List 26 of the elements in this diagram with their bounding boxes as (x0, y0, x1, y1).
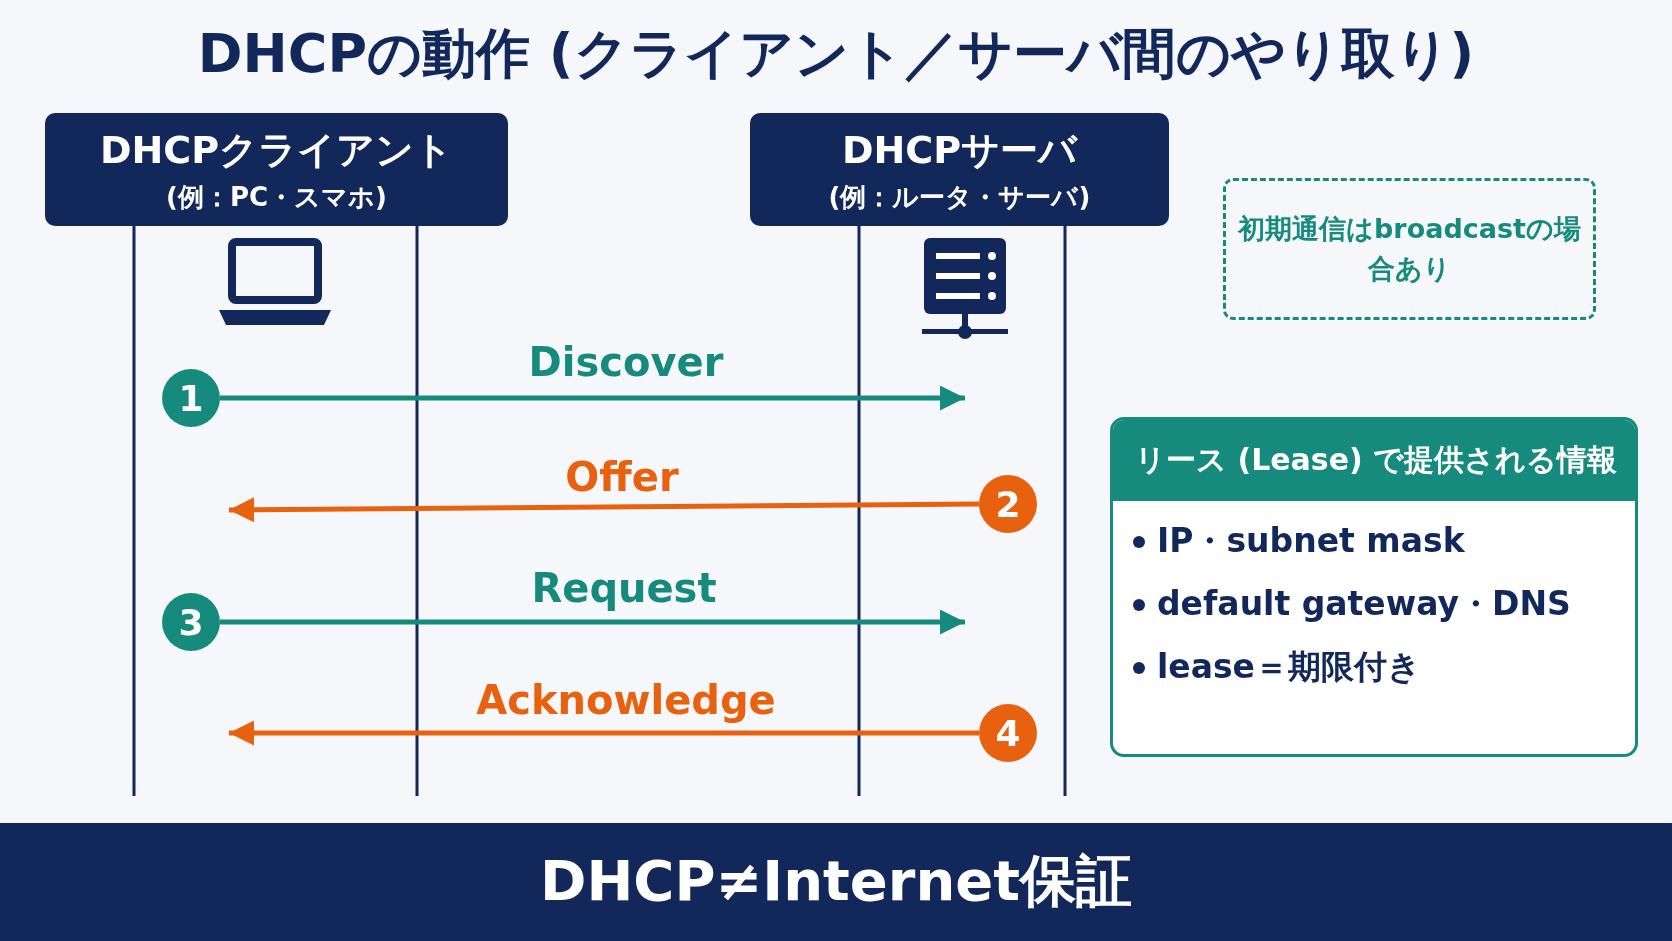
edge-label: Request (530, 565, 718, 611)
bullet-item: lease＝期限付き (1157, 646, 1421, 688)
step-number-badge: 3 (162, 593, 220, 651)
participant-subtitle: (例：PC・スマホ) (166, 180, 387, 214)
page-title: DHCPの動作 (クライアント／サーバ間のやり取り) (196, 21, 1476, 87)
arrow (229, 720, 979, 746)
edge-label: Acknowledge (475, 677, 777, 723)
participant-title: DHCPサーバ (841, 126, 1078, 174)
participant-header (45, 113, 508, 226)
footer-banner: DHCP≠Internet保証 (0, 823, 1672, 941)
step-number-badge: 2 (979, 475, 1037, 533)
note-box: 初期通信はbroadcastの場合あり (1223, 178, 1596, 320)
bullet-item: IP・subnet mask (1157, 520, 1465, 562)
participant-subtitle: (例：ルータ・サーバ) (828, 180, 1091, 214)
arrow (229, 497, 979, 523)
step-number-badge: 1 (162, 369, 220, 427)
arrow (220, 385, 965, 411)
edge-label: Discover (527, 339, 725, 385)
arrow (220, 609, 965, 635)
participant-title: DHCPクライアント (99, 126, 454, 174)
info-card (1110, 417, 1638, 757)
participant-header (750, 113, 1169, 226)
card-header: リース (Lease) で提供される情報 (1113, 420, 1635, 501)
step-number-badge: 4 (979, 704, 1037, 762)
bullet-item: default gateway・DNS (1157, 583, 1571, 625)
edge-label: Offer (564, 454, 680, 500)
